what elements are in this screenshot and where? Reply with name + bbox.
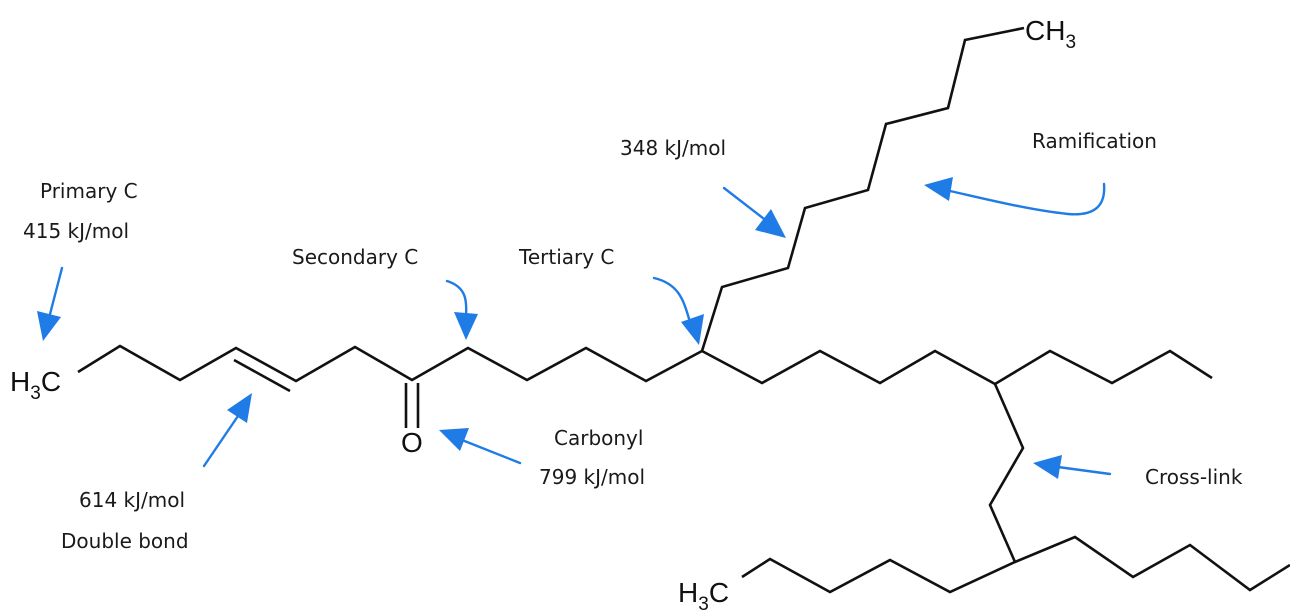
label-crosslink: Cross-link [1145, 465, 1243, 489]
double-bond-second-line [233, 358, 291, 393]
crosslink-chain [988, 383, 1025, 563]
arrow-double-bond [202, 393, 252, 468]
label-primary-energy: 415 kJ/mol [23, 219, 129, 243]
atom-oxygen: O [401, 427, 423, 458]
arrow-ramification [924, 177, 1106, 216]
label-double-bond-energy: 614 kJ/mol [79, 488, 185, 512]
arrow-primary-c [37, 266, 64, 341]
arrow-head [924, 177, 953, 201]
arrow-tertiary-c [652, 276, 704, 345]
arrow-head [439, 428, 469, 451]
label-double-bond: Double bond [61, 529, 189, 553]
atom-h3c-left: H3C [10, 366, 61, 404]
arrow-head [454, 312, 478, 340]
arrow-single-bond [722, 186, 786, 238]
arrow-head [681, 314, 704, 345]
arrow-head [755, 209, 786, 238]
branch-chain-up [700, 26, 1025, 352]
label-carbonyl-energy: 799 kJ/mol [539, 465, 645, 489]
arrow-head [227, 393, 252, 423]
main-chain-left [77, 344, 703, 383]
label-primary-c: Primary C [40, 179, 138, 203]
arrow-crosslink [1033, 455, 1112, 479]
arrow-secondary-c [445, 279, 478, 340]
arrow-head [37, 311, 61, 341]
main-chain-right [701, 349, 1213, 386]
arrow-carbonyl [439, 428, 522, 465]
label-secondary-c: Secondary C [292, 245, 418, 269]
arrow-head [1033, 455, 1062, 479]
label-carbonyl: Carbonyl [554, 426, 643, 450]
label-tertiary-c: Tertiary C [518, 245, 614, 269]
label-single-bond-energy: 348 kJ/mol [620, 136, 726, 160]
atom-h3c-bottom: H3C [678, 577, 729, 610]
bottom-chain [741, 535, 1290, 594]
atom-ch3-top: CH3 [1025, 15, 1076, 53]
label-ramification: Ramification [1032, 129, 1157, 153]
molecule-skeleton [77, 26, 1290, 594]
